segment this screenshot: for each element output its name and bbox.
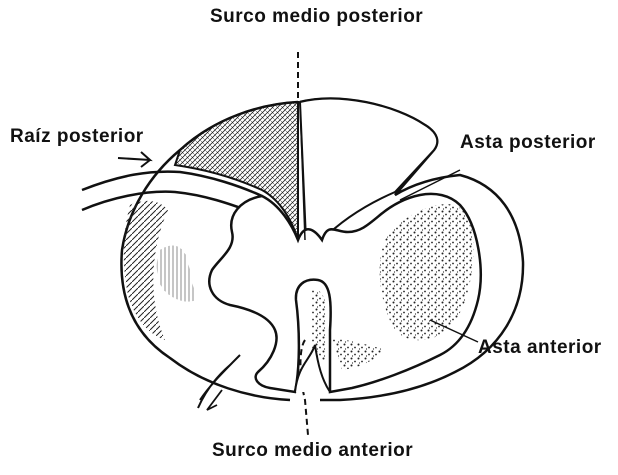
- lateral-inner-left: [157, 246, 196, 302]
- raiz-arrow: [118, 152, 150, 167]
- label-asta-posterior: Asta posterior: [460, 132, 596, 154]
- anterior-root-arrow: [207, 390, 222, 410]
- label-raiz-posterior: Raíz posterior: [10, 126, 144, 148]
- label-surco-medio-anterior: Surco medio anterior: [212, 440, 413, 462]
- label-asta-anterior: Asta anterior: [478, 337, 602, 359]
- anterior-root: [198, 355, 240, 408]
- label-surco-medio-posterior: Surco medio posterior: [210, 6, 423, 28]
